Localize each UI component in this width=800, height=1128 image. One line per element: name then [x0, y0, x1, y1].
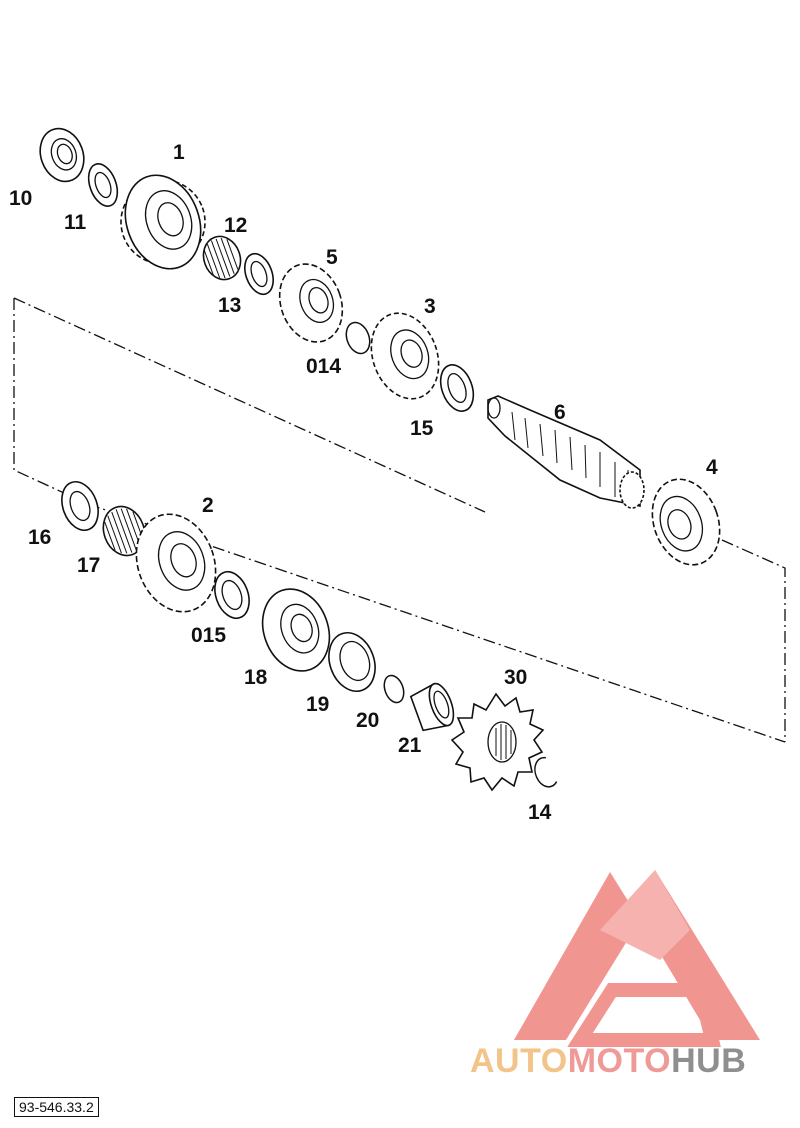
gear-4: [651, 478, 721, 566]
label-20: 20: [356, 709, 379, 732]
washer-13: [244, 252, 274, 296]
watermark-auto: AUTO: [470, 1042, 568, 1080]
label-015: 015: [191, 624, 226, 647]
label-16: 16: [28, 526, 51, 549]
bearing-18: [261, 588, 331, 672]
drawing-number: 93-546.33.2: [14, 1097, 99, 1117]
label-4: 4: [706, 456, 718, 479]
shaft-6: [487, 395, 645, 509]
needle-bearing-17: [102, 505, 146, 557]
label-13: 13: [218, 294, 241, 317]
o-ring-20: [383, 674, 405, 704]
label-014: 014: [306, 355, 341, 378]
label-12: 12: [224, 214, 247, 237]
circlip-014: [345, 321, 371, 355]
label-11: 11: [64, 211, 87, 234]
watermark-moto: MOTO: [567, 1042, 672, 1080]
spacer-bushing-21: [409, 682, 455, 732]
assembly-dash-line-right: [721, 539, 786, 742]
automotohub-watermark: AUTOMOTOHUB: [470, 1042, 746, 1081]
assembly-dash-line-top: [13, 297, 486, 513]
gear-1: [120, 174, 206, 270]
assembly-dash-line-bottom: [87, 503, 786, 743]
assembly-dash-line-left: [13, 298, 89, 505]
seal-ring-19: [328, 632, 376, 692]
label-2: 2: [202, 494, 214, 517]
label-10: 10: [9, 187, 32, 210]
gear-3: [370, 312, 440, 400]
washer-16: [61, 480, 99, 532]
bearing-10: [39, 127, 85, 183]
sprocket-30: [450, 692, 545, 792]
label-18: 18: [244, 666, 268, 689]
label-30: 30: [504, 666, 527, 689]
label-6: 6: [554, 401, 566, 424]
gear-5: [278, 263, 344, 343]
label-1: 1: [173, 141, 185, 164]
washer-15: [439, 364, 475, 412]
needle-bearing-12: [202, 235, 242, 281]
label-5: 5: [326, 246, 338, 269]
automotohub-logo: [514, 870, 760, 1047]
gear-2: [135, 513, 217, 613]
washer-11: [87, 163, 119, 207]
label-17: 17: [77, 554, 100, 577]
circlip-14: [534, 756, 558, 788]
label-19: 19: [306, 693, 329, 716]
label-21: 21: [398, 734, 422, 757]
label-3: 3: [424, 295, 436, 318]
watermark-hub: HUB: [671, 1042, 747, 1080]
label-15: 15: [410, 417, 434, 440]
label-14: 14: [528, 801, 552, 824]
washer-015: [214, 570, 250, 620]
